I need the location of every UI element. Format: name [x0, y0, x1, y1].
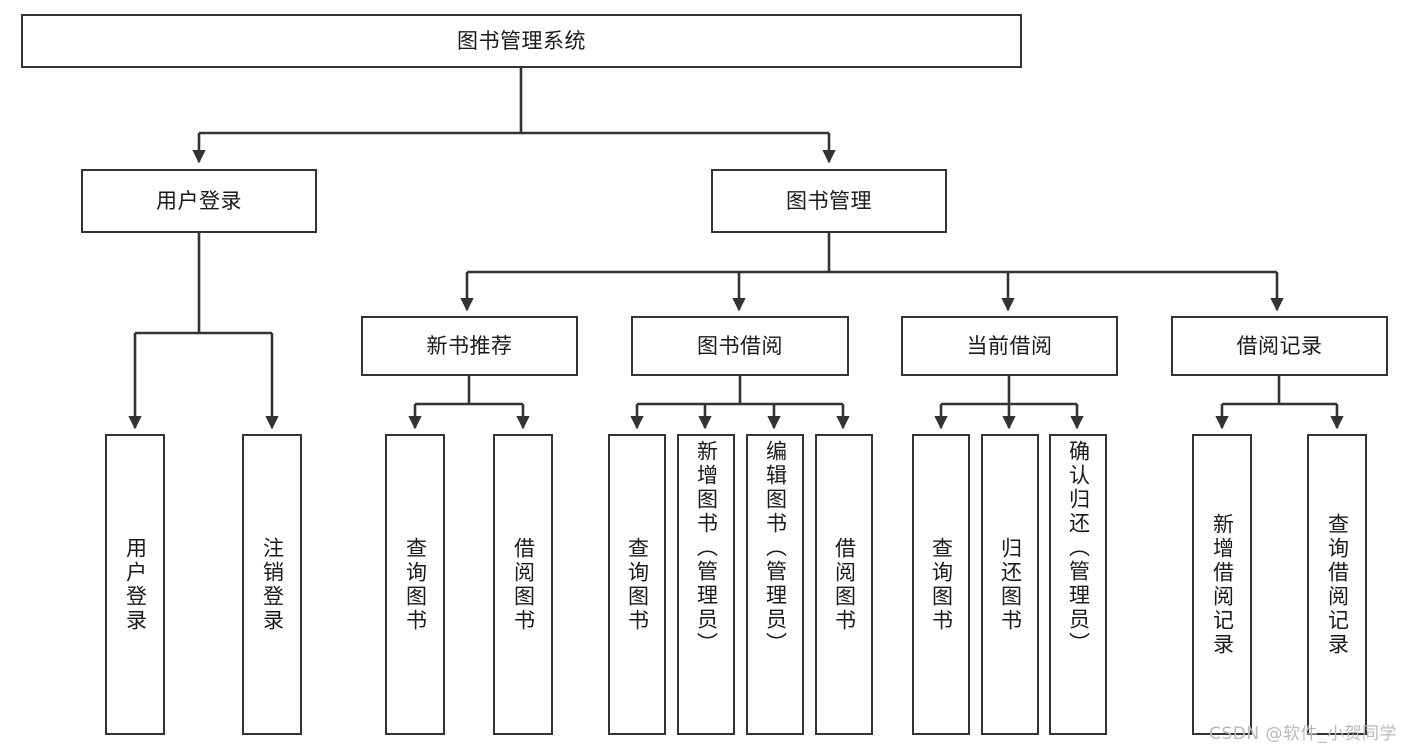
node-leaf-borrow-book-2[interactable]: 借阅图书: [815, 434, 873, 735]
node-leaf-return-book[interactable]: 归还图书: [981, 434, 1039, 735]
node-borrow-record[interactable]: 借阅记录: [1171, 316, 1388, 376]
node-leaf-query-book-2-label: 查询图书: [625, 536, 650, 633]
node-current-borrow-label: 当前借阅: [966, 333, 1053, 358]
node-user-login-label: 用户登录: [156, 188, 242, 213]
node-book-management[interactable]: 图书管理: [711, 169, 947, 233]
node-book-borrow[interactable]: 图书借阅: [631, 316, 849, 376]
node-leaf-confirm-return[interactable]: 确认归还（管理员）: [1049, 434, 1107, 735]
node-leaf-add-book[interactable]: 新增图书（管理员）: [677, 434, 735, 735]
node-current-borrow[interactable]: 当前借阅: [901, 316, 1118, 376]
csdn-watermark: CSDN @软件_小贺同学: [1209, 724, 1397, 744]
node-new-book-recommend[interactable]: 新书推荐: [361, 316, 578, 376]
node-book-management-label: 图书管理: [786, 188, 872, 213]
node-leaf-query-book-3[interactable]: 查询图书: [912, 434, 970, 735]
node-new-book-recommend-label: 新书推荐: [426, 333, 513, 358]
node-leaf-logout-login[interactable]: 注销登录: [242, 434, 302, 735]
node-leaf-return-book-label: 归还图书: [998, 536, 1023, 633]
node-leaf-user-login[interactable]: 用户登录: [105, 434, 165, 735]
node-leaf-add-record-label: 新增借阅记录: [1210, 512, 1235, 657]
node-leaf-query-book-2[interactable]: 查询图书: [608, 434, 666, 735]
node-leaf-borrow-book-2-label: 借阅图书: [832, 536, 857, 633]
node-leaf-logout-login-label: 注销登录: [260, 536, 285, 633]
node-leaf-edit-book-label: 编辑图书（管理员）: [763, 440, 788, 656]
node-leaf-query-record-label: 查询借阅记录: [1325, 512, 1350, 657]
node-leaf-borrow-book-1[interactable]: 借阅图书: [493, 434, 553, 735]
node-book-borrow-label: 图书借阅: [697, 333, 783, 358]
node-leaf-add-book-label: 新增图书（管理员）: [694, 440, 719, 656]
node-leaf-add-record[interactable]: 新增借阅记录: [1192, 434, 1252, 735]
node-leaf-query-book-3-label: 查询图书: [929, 536, 954, 633]
node-leaf-query-book-1-label: 查询图书: [403, 536, 428, 633]
node-root-system-label: 图书管理系统: [457, 28, 586, 53]
node-leaf-query-book-1[interactable]: 查询图书: [385, 434, 445, 735]
node-user-login[interactable]: 用户登录: [81, 169, 317, 233]
node-leaf-user-login-label: 用户登录: [123, 536, 148, 633]
node-leaf-confirm-return-label: 确认归还（管理员）: [1066, 440, 1091, 656]
node-root-system[interactable]: 图书管理系统: [21, 14, 1022, 68]
node-leaf-edit-book[interactable]: 编辑图书（管理员）: [746, 434, 804, 735]
node-borrow-record-label: 借阅记录: [1236, 333, 1323, 358]
node-leaf-borrow-book-1-label: 借阅图书: [511, 536, 536, 633]
node-leaf-query-record[interactable]: 查询借阅记录: [1307, 434, 1367, 735]
